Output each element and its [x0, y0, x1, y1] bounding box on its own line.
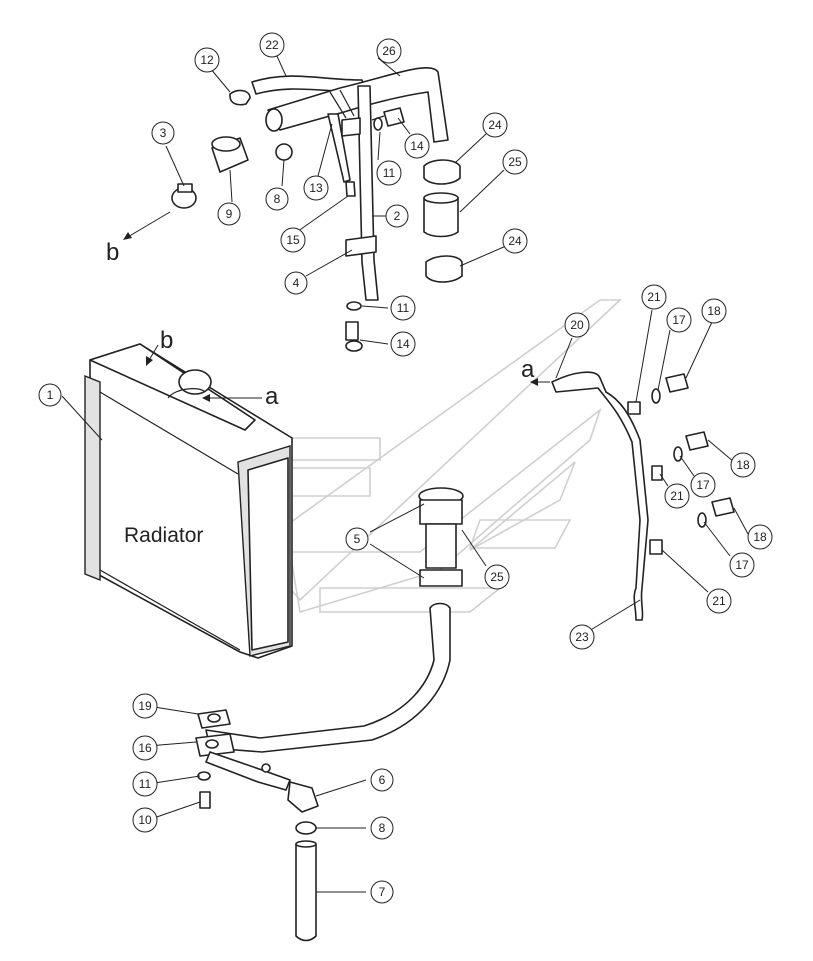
leader-lines	[61, 53, 749, 893]
svg-text:11: 11	[383, 166, 396, 180]
callout-26: 26	[376, 38, 402, 64]
svg-text:2: 2	[394, 209, 401, 223]
callout-11-top: 11	[376, 160, 402, 186]
svg-text:25: 25	[490, 570, 504, 584]
callout-18-top: 18	[701, 298, 727, 324]
callout-21-mid: 21	[664, 483, 690, 509]
callout-20: 20	[564, 312, 590, 338]
svg-text:b: b	[160, 327, 173, 354]
svg-text:19: 19	[138, 699, 152, 713]
view-indicator-a-radiator: a	[202, 383, 279, 410]
svg-text:11: 11	[397, 301, 410, 315]
svg-text:1: 1	[47, 388, 54, 402]
view-indicator-a-pipe: a	[521, 356, 550, 386]
callout-21-top: 21	[641, 284, 667, 310]
svg-text:a: a	[521, 356, 535, 383]
svg-text:b: b	[106, 239, 119, 266]
svg-text:8: 8	[379, 821, 386, 835]
callout-13: 13	[303, 175, 329, 201]
svg-text:7: 7	[379, 885, 386, 899]
callout-15: 15	[280, 227, 306, 253]
callout-10: 10	[132, 807, 158, 833]
callout-24-top: 24	[482, 112, 508, 138]
svg-text:12: 12	[200, 53, 214, 67]
svg-text:11: 11	[139, 777, 152, 791]
svg-text:21: 21	[647, 290, 661, 304]
callout-6: 6	[370, 768, 394, 792]
svg-text:a: a	[265, 383, 279, 410]
svg-text:15: 15	[286, 233, 300, 247]
callout-5: 5	[345, 527, 369, 551]
callout-17-low: 17	[729, 552, 755, 578]
svg-text:17: 17	[696, 478, 710, 492]
callout-19: 19	[132, 693, 158, 719]
svg-text:18: 18	[753, 530, 767, 544]
callout-12: 12	[194, 47, 220, 73]
callout-23: 23	[569, 624, 595, 650]
lower-hose-assembly	[195, 487, 464, 942]
svg-text:8: 8	[274, 192, 281, 206]
svg-text:5: 5	[354, 532, 361, 546]
upper-hose-assembly	[171, 66, 463, 352]
svg-text:25: 25	[508, 155, 522, 169]
svg-text:24: 24	[488, 118, 502, 132]
callout-14-top: 14	[404, 133, 430, 159]
svg-text:23: 23	[575, 630, 589, 644]
svg-text:18: 18	[736, 458, 750, 472]
callout-24-low: 24	[502, 228, 528, 254]
svg-text:16: 16	[138, 741, 152, 755]
svg-text:24: 24	[508, 234, 522, 248]
svg-text:10: 10	[138, 813, 152, 827]
callout-7: 7	[370, 880, 394, 904]
radiator-label: Radiator	[124, 524, 203, 547]
svg-text:9: 9	[226, 207, 233, 221]
svg-text:20: 20	[570, 318, 584, 332]
callout-4: 4	[284, 271, 308, 295]
callout-17-mid: 17	[690, 472, 716, 498]
callout-9: 9	[217, 202, 241, 226]
callout-21-low: 21	[706, 588, 732, 614]
svg-text:21: 21	[670, 489, 684, 503]
svg-text:17: 17	[672, 313, 686, 327]
svg-text:17: 17	[735, 558, 749, 572]
callout-11-lower: 11	[132, 771, 158, 797]
svg-text:14: 14	[396, 337, 410, 351]
callout-25-low: 25	[484, 564, 510, 590]
view-indicator-b-clamp: b	[106, 211, 171, 266]
callout-11-mid: 11	[390, 295, 416, 321]
callout-2: 2	[385, 204, 409, 228]
callout-18-mid: 18	[730, 452, 756, 478]
overflow-pipe-assembly	[551, 371, 735, 621]
callout-17-top: 17	[666, 307, 692, 333]
svg-text:26: 26	[382, 44, 396, 58]
svg-text:21: 21	[712, 594, 726, 608]
svg-text:22: 22	[265, 38, 279, 52]
svg-text:18: 18	[707, 304, 721, 318]
radiator	[84, 343, 293, 659]
callout-8-lower: 8	[370, 816, 394, 840]
svg-text:14: 14	[410, 139, 424, 153]
callout-18-low: 18	[747, 524, 773, 550]
callout-14-mid: 14	[390, 331, 416, 357]
radiator-cap	[178, 369, 212, 395]
callout-16: 16	[132, 735, 158, 761]
svg-text:13: 13	[309, 181, 323, 195]
svg-text:3: 3	[160, 126, 167, 140]
callout-22: 22	[259, 32, 285, 58]
callout-3: 3	[151, 121, 175, 145]
callout-1: 1	[38, 383, 62, 407]
svg-text:6: 6	[379, 773, 386, 787]
callout-8-upper: 8	[265, 187, 289, 211]
svg-text:4: 4	[293, 276, 300, 290]
view-indicator-b-radiator: b	[146, 327, 173, 366]
callout-25-top: 25	[502, 149, 528, 175]
